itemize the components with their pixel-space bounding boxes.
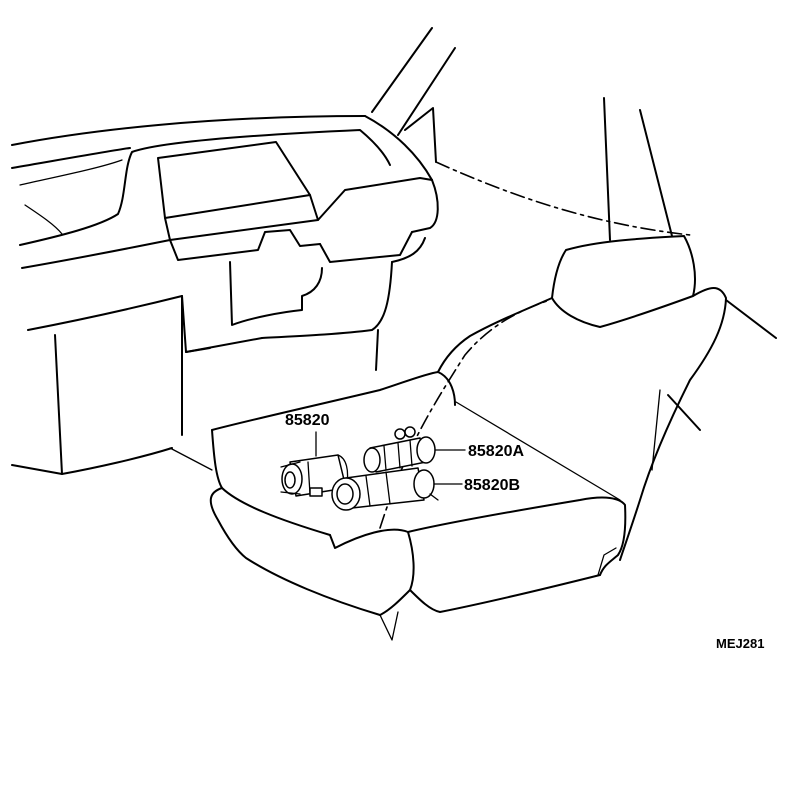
windshield-pillar xyxy=(371,27,691,236)
part-85820 xyxy=(280,454,349,497)
dashboard xyxy=(11,115,439,475)
label-85820A: 85820A xyxy=(468,443,524,460)
leader-lines xyxy=(315,431,439,501)
part-85820A xyxy=(363,426,466,473)
label-85820B: 85820B xyxy=(464,477,520,494)
drawing-code: MEJ281 xyxy=(716,636,764,651)
seat xyxy=(169,97,777,641)
label-85820: 85820 xyxy=(285,412,330,429)
part-85820B xyxy=(331,467,463,511)
